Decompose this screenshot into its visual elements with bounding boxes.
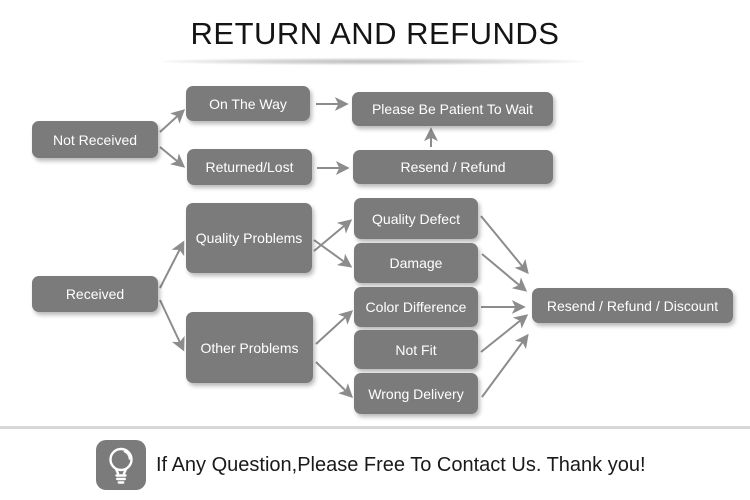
node-wrong-delivery: Wrong Delivery (354, 373, 478, 414)
node-label: Received (65, 286, 125, 302)
node-label: Damage (389, 255, 443, 271)
node-label: Not Fit (395, 341, 437, 358)
node-label: Returned/Lost (205, 159, 294, 175)
arrow-other-problems-to-color-difference (315, 310, 354, 345)
divider-line (0, 426, 750, 429)
arrow-not-fit-to-resend-refund-discount (480, 314, 529, 353)
node-label: Please Be Patient To Wait (371, 101, 534, 117)
arrow-not-received-to-returned-lost (159, 146, 186, 168)
arrow-damage-to-resend-refund-discount (481, 253, 528, 292)
node-label: On The Way (209, 95, 287, 112)
node-not-fit: Not Fit (354, 330, 478, 369)
node-label: Color Difference (365, 299, 467, 315)
arrow-quality-problems-to-damage (313, 239, 353, 268)
node-label: Quality Problems (195, 230, 303, 246)
node-label: Not Received (52, 131, 138, 148)
node-returned-lost: Returned/Lost (187, 149, 312, 185)
node-received: Received (32, 276, 158, 312)
node-please-be-patient: Please Be Patient To Wait (352, 92, 553, 126)
node-on-the-way: On The Way (186, 86, 310, 121)
node-other-problems: Other Problems (186, 312, 313, 383)
arrow-not-received-to-on-the-way (159, 109, 186, 133)
node-damage: Damage (354, 243, 478, 283)
node-label: Wrong Delivery (368, 385, 464, 402)
arrow-received-to-quality-problems (159, 240, 185, 289)
arrow-received-to-other-problems (159, 299, 185, 352)
node-resend-refund-discount: Resend / Refund / Discount (532, 288, 733, 323)
node-color-difference: Color Difference (354, 287, 478, 327)
node-label: Resend / Refund (400, 159, 506, 175)
footer-message: If Any Question,Please Free To Contact U… (156, 454, 646, 476)
lightbulb-badge (96, 440, 146, 490)
node-label: Resend / Refund / Discount (546, 297, 719, 314)
node-label: Other Problems (200, 339, 299, 356)
arrow-other-problems-to-wrong-delivery (315, 361, 354, 398)
node-label: Quality Defect (372, 210, 460, 227)
node-not-received: Not Received (32, 121, 158, 158)
page-title: RETURN AND REFUNDS (190, 16, 560, 51)
arrow-quality-problems-to-quality-defect (313, 219, 353, 252)
arrow-quality-defect-to-resend-refund-discount (480, 215, 529, 275)
node-resend-refund: Resend / Refund (353, 150, 553, 184)
node-quality-defect: Quality Defect (354, 198, 478, 239)
node-quality-problems: Quality Problems (186, 203, 312, 273)
title-underline-shadow (162, 58, 584, 65)
lightbulb-icon (109, 447, 133, 484)
arrow-wrong-delivery-to-resend-refund-discount (481, 333, 529, 398)
